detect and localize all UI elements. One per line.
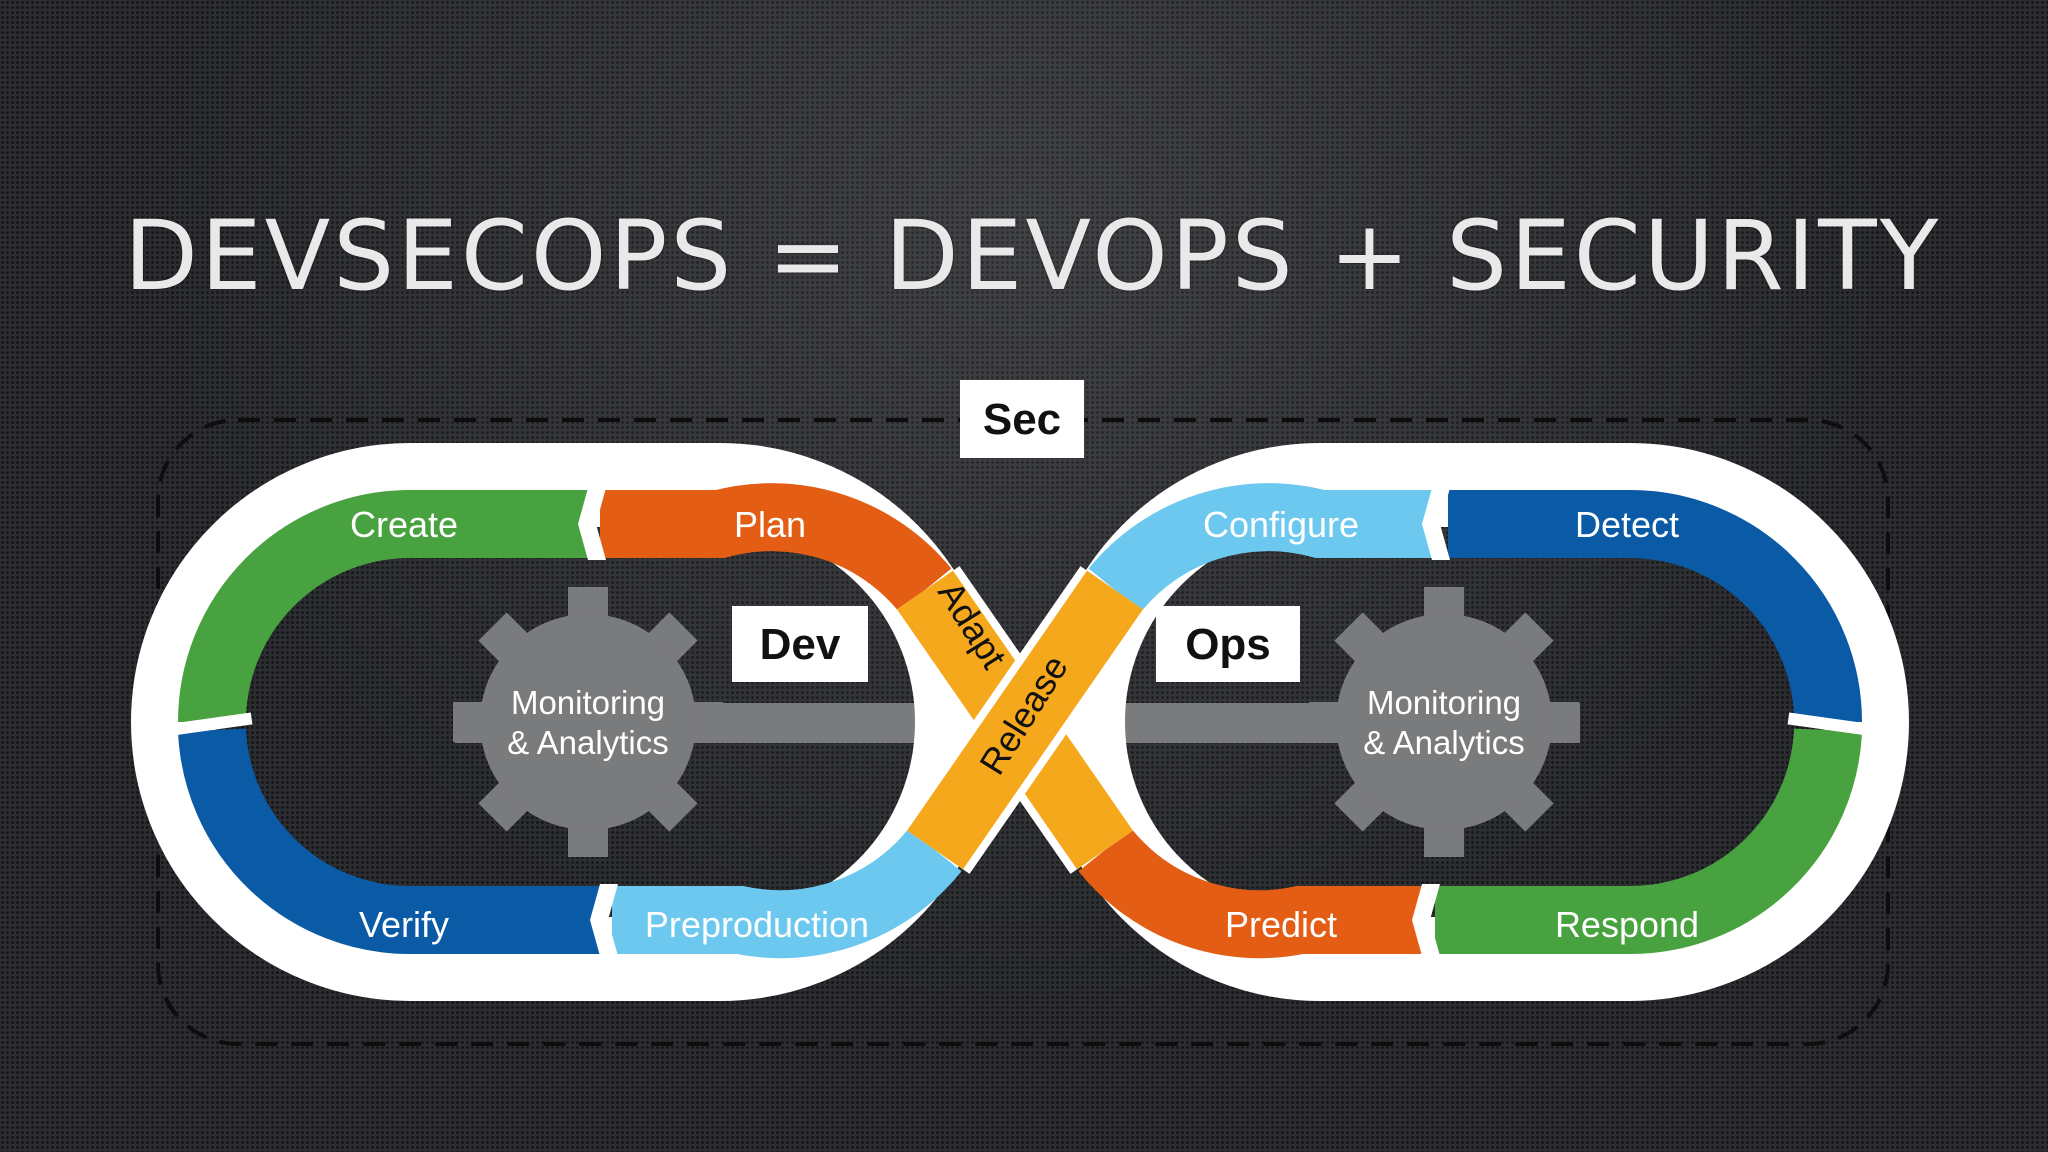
dev-box: Dev bbox=[732, 606, 868, 682]
dev-label: Dev bbox=[760, 620, 841, 669]
detect-label: Detect bbox=[1575, 504, 1679, 545]
ops-gear bbox=[1309, 587, 1579, 857]
configure-segment bbox=[1088, 483, 1440, 613]
ops-label: Ops bbox=[1185, 620, 1271, 669]
slide-title: DEVSECOPS = DEVOPS + SECURITY bbox=[124, 200, 1942, 312]
predict-segment bbox=[1078, 828, 1428, 959]
segment-separators bbox=[171, 488, 1869, 956]
predict-label: Predict bbox=[1225, 904, 1337, 945]
verify-label: Verify bbox=[359, 904, 449, 945]
sec-label: Sec bbox=[983, 395, 1061, 444]
create-segment bbox=[178, 490, 411, 723]
ops-box: Ops bbox=[1156, 606, 1300, 682]
configure-label: Configure bbox=[1203, 504, 1359, 545]
detect-segment bbox=[1448, 490, 1862, 723]
dev-gear bbox=[453, 587, 723, 857]
plan-segment bbox=[600, 483, 952, 613]
sec-box: Sec bbox=[960, 380, 1084, 458]
preproduction-segment bbox=[612, 828, 962, 959]
preproduction-label: Preproduction bbox=[645, 904, 869, 945]
ops-monitoring-label-2: & Analytics bbox=[1363, 724, 1524, 761]
dev-loop bbox=[131, 443, 999, 1001]
plan-label: Plan bbox=[734, 504, 806, 545]
verify-segment bbox=[178, 727, 605, 955]
ops-monitoring-label-1: Monitoring bbox=[1367, 684, 1521, 721]
release-segment bbox=[907, 570, 1143, 870]
create-label: Create bbox=[350, 504, 458, 545]
respond-segment bbox=[1435, 727, 1862, 955]
dev-monitoring-label-1: Monitoring bbox=[511, 684, 665, 721]
dev-monitoring-label-2: & Analytics bbox=[507, 724, 668, 761]
respond-label: Respond bbox=[1555, 904, 1699, 945]
